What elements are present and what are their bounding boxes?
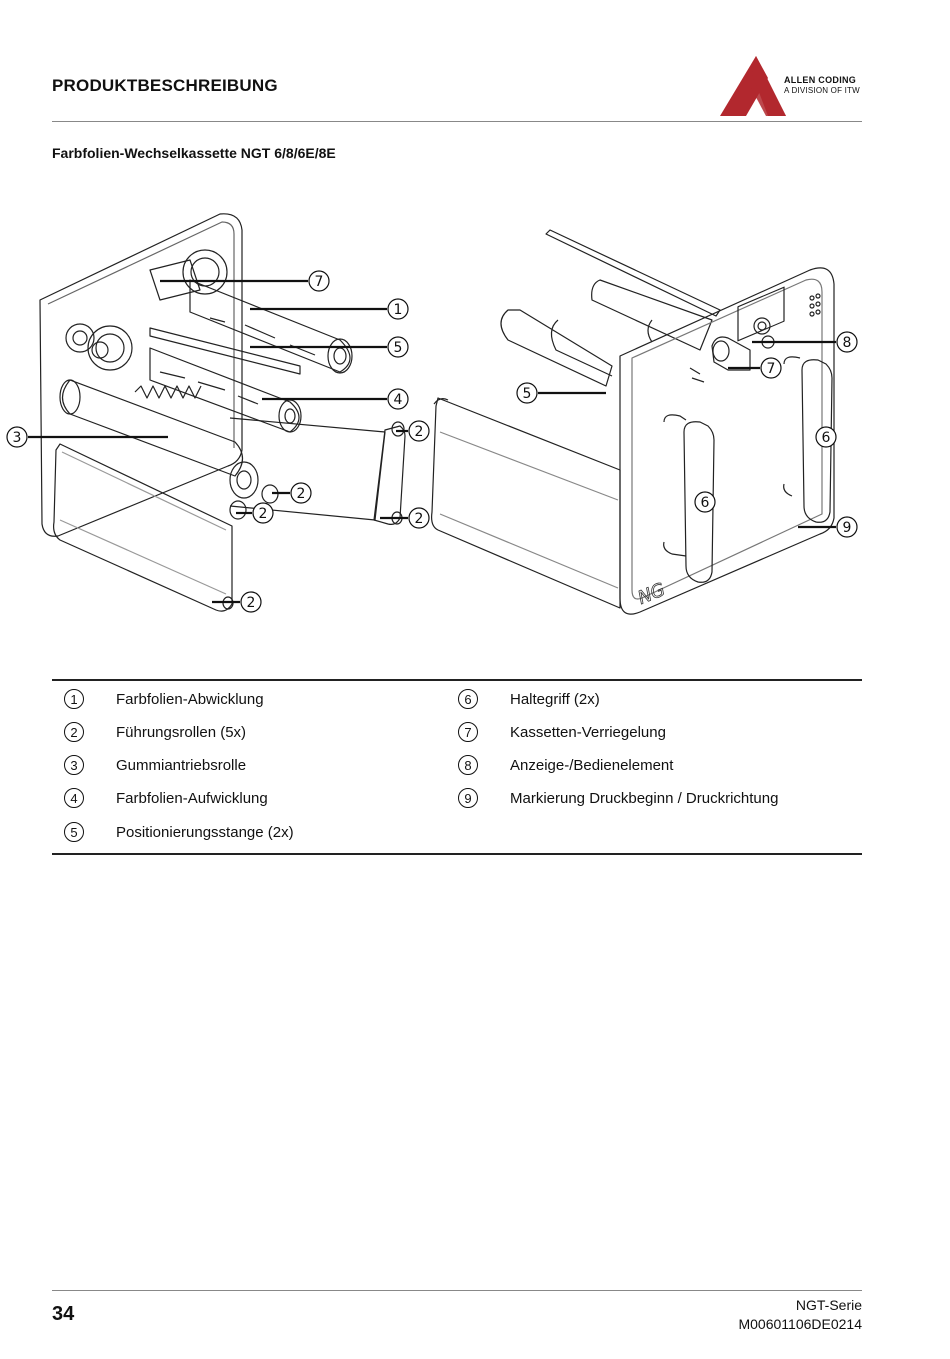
legend-number: 3 <box>64 755 84 775</box>
legend-number: 5 <box>64 822 84 842</box>
callout-2-c: 2 <box>252 502 274 524</box>
svg-text:7: 7 <box>315 274 324 290</box>
callout-7-left: 7 <box>308 270 330 292</box>
svg-text:6: 6 <box>701 495 710 511</box>
footer-series: NGT-Serie <box>795 1297 862 1313</box>
legend-item: 9 Markierung Druckbeginn / Druckrichtung <box>446 786 778 810</box>
header-divider <box>52 121 862 122</box>
svg-text:8: 8 <box>843 335 852 351</box>
svg-text:9: 9 <box>843 520 852 536</box>
legend-item: 7 Kassetten-Verriegelung <box>446 720 666 744</box>
legend-number: 1 <box>64 689 84 709</box>
callout-6-right: 6 <box>815 426 837 448</box>
callout-9: 9 <box>836 516 858 538</box>
legend-label: Positionierungsstange (2x) <box>116 823 294 841</box>
legend-label: Führungsrollen (5x) <box>116 723 247 741</box>
svg-text:6: 6 <box>822 430 831 446</box>
left-back-plate <box>39 213 243 537</box>
callout-2-a: 2 <box>408 420 430 442</box>
footer-divider <box>52 1290 862 1291</box>
housing-logo: NG <box>635 579 668 609</box>
callout-7-right: 7 <box>760 357 782 379</box>
legend-table: 1 Farbfolien-Abwicklung 2 Führungsrollen… <box>52 679 862 855</box>
svg-text:2: 2 <box>247 595 256 611</box>
legend-label: Haltegriff (2x) <box>510 690 600 708</box>
legend-number: 6 <box>458 689 478 709</box>
callout-2-d: 2 <box>408 507 430 529</box>
svg-text:2: 2 <box>297 486 306 502</box>
cassette-technical-drawing: NG 7 1 5 4 3 2 2 2 2 2 5 8 7 6 6 9 <box>6 213 858 615</box>
legend-item: 3 Gummiantriebsrolle <box>52 753 246 777</box>
callout-2-e: 2 <box>240 591 262 613</box>
svg-text:3: 3 <box>13 430 22 446</box>
legend-number: 9 <box>458 788 478 808</box>
callout-4: 4 <box>387 388 409 410</box>
callout-3: 3 <box>6 426 28 448</box>
right-rod-top <box>545 229 721 317</box>
legend-item: 8 Anzeige-/Bedienelement <box>446 753 673 777</box>
callout-5-right: 5 <box>516 382 538 404</box>
allen-coding-logo <box>720 56 786 116</box>
logo-company-name: ALLEN CODING <box>784 75 857 85</box>
legend-item: 5 Positionierungsstange (2x) <box>52 820 294 844</box>
legend-label: Kassetten-Verriegelung <box>510 723 666 741</box>
svg-text:5: 5 <box>523 386 532 402</box>
page-number: 34 <box>52 1303 75 1325</box>
callout-8: 8 <box>836 331 858 353</box>
svg-text:2: 2 <box>259 506 268 522</box>
legend-item: 6 Haltegriff (2x) <box>446 687 600 711</box>
svg-text:2: 2 <box>415 511 424 527</box>
svg-text:1: 1 <box>394 302 403 318</box>
legend-label: Anzeige-/Bedienelement <box>510 756 674 774</box>
callout-6-front: 6 <box>694 491 716 513</box>
legend-item: 2 Führungsrollen (5x) <box>52 720 246 744</box>
legend-item: 4 Farbfolien-Aufwicklung <box>52 786 268 810</box>
callout-5-left: 5 <box>387 336 409 358</box>
legend-number: 2 <box>64 722 84 742</box>
callout-2-b: 2 <box>290 482 312 504</box>
legend-label: Markierung Druckbeginn / Druckrichtung <box>510 789 779 807</box>
svg-text:7: 7 <box>767 361 776 377</box>
callout-1: 1 <box>387 298 409 320</box>
legend-label: Gummiantriebsrolle <box>116 756 247 774</box>
right-front-plate <box>619 267 835 615</box>
svg-text:2: 2 <box>415 424 424 440</box>
legend-label: Farbfolien-Abwicklung <box>116 690 264 708</box>
figure-title: Farbfolien-Wechselkassette NGT 6/8/6E/8E <box>52 145 336 161</box>
footer-document-number: M00601106DE0214 <box>738 1316 862 1332</box>
section-title: PRODUKTBESCHREIBUNG <box>52 76 278 95</box>
legend-label: Farbfolien-Aufwicklung <box>116 789 268 807</box>
logo-division: A DIVISION OF ITW <box>784 86 860 95</box>
svg-text:4: 4 <box>394 392 403 408</box>
legend-item: 1 Farbfolien-Abwicklung <box>52 687 264 711</box>
legend-number: 7 <box>458 722 478 742</box>
legend-number: 8 <box>458 755 478 775</box>
legend-number: 4 <box>64 788 84 808</box>
svg-text:5: 5 <box>394 340 403 356</box>
